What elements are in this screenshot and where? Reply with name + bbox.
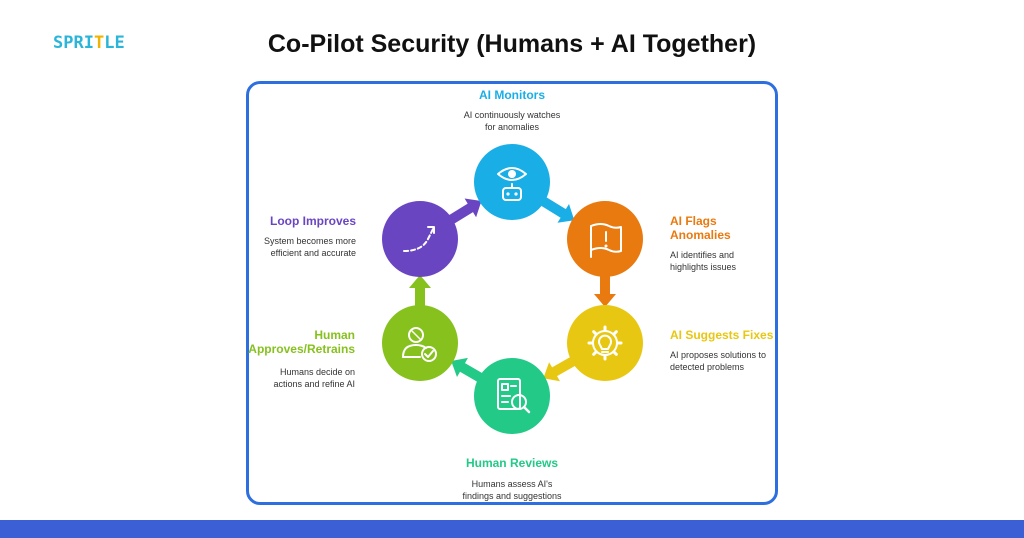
cycle-arrows	[409, 194, 616, 385]
stage-description: AI proposes solutions to detected proble…	[670, 349, 776, 373]
stage-desc-line: actions and refine AI	[273, 379, 355, 389]
stage-desc-line: Humans decide on	[279, 367, 355, 377]
logo-letter: E	[114, 33, 125, 53]
robot-eye-icon	[497, 167, 527, 201]
stage-title: AI Monitors	[479, 88, 545, 102]
stage-ai-suggests: AI Suggests Fixes AI proposes solutions …	[670, 328, 776, 373]
stage-circle	[382, 305, 458, 381]
cycle-arrow	[451, 357, 487, 385]
stage-circle	[567, 305, 643, 381]
cycle-arrow	[594, 271, 616, 307]
stage-node-human-reviews	[474, 358, 550, 434]
stage-node-ai-monitors	[474, 144, 550, 220]
stage-desc-line: AI continuously watches	[463, 110, 561, 120]
diagram-frame	[246, 81, 778, 505]
stage-desc-line: System becomes more	[263, 236, 356, 246]
stage-circle	[382, 201, 458, 277]
stage-description: AI identifies and highlights issues	[670, 249, 780, 273]
stage-title: AI Suggests Fixes	[670, 328, 774, 342]
stage-desc-line: Humans assess AI's	[471, 479, 553, 489]
stage-desc-line: AI proposes solutions to	[670, 350, 767, 360]
stage-circle	[474, 358, 550, 434]
stage-desc-line: detected problems	[670, 362, 745, 372]
logo-letter: S	[53, 33, 64, 53]
logo-letter: R	[73, 33, 84, 53]
stage-title: Human	[314, 328, 355, 342]
cycle-nodes	[382, 144, 643, 434]
stage-node-ai-flags	[567, 201, 643, 277]
stage-title-line2: Approves/Retrains	[248, 342, 355, 356]
stage-ai-flags: AI Flags Anomalies AI identifies and hig…	[670, 214, 780, 273]
cycle-arrow	[409, 275, 431, 311]
stage-desc-line: for anomalies	[484, 122, 540, 132]
stage-desc-line: findings and suggestions	[462, 491, 562, 501]
flag-alert-icon	[590, 223, 622, 258]
stage-description: Humans assess AI's findings and suggesti…	[412, 478, 612, 502]
stage-human-reviews: Human Reviews Humans assess AI's finding…	[412, 456, 612, 502]
stage-desc-line: AI identifies and	[670, 250, 735, 260]
stage-title: Human Reviews	[465, 456, 559, 470]
logo-letter: T	[94, 33, 105, 53]
user-check-icon	[402, 327, 437, 362]
stage-node-loop-improves	[382, 201, 458, 277]
logo-letter: L	[104, 33, 115, 53]
cycle-arrow	[536, 194, 575, 223]
logo-letter: P	[63, 33, 74, 53]
gear-bulb-icon	[587, 325, 623, 361]
stage-ai-monitors: AI Monitors AI continuously watches for …	[412, 88, 612, 133]
sprite-logo: S P R I T L E	[53, 33, 125, 53]
stage-circle	[474, 144, 550, 220]
stage-desc-line: highlights issues	[670, 262, 737, 272]
logo-letter: I	[83, 33, 94, 53]
stage-human-approves: Human Approves/Retrains Humans decide on…	[240, 328, 355, 390]
trend-arrow-icon	[403, 226, 435, 252]
document-search-icon	[497, 378, 531, 414]
cycle-arrow	[444, 198, 482, 227]
stage-description: Humans decide on actions and refine AI	[240, 366, 355, 390]
stage-description: AI continuously watches for anomalies	[412, 109, 612, 133]
bottom-bar	[0, 520, 1024, 538]
stage-loop-improves: Loop Improves System becomes more effici…	[245, 214, 356, 259]
stage-title: Loop Improves	[269, 214, 356, 228]
cycle-arrow	[543, 354, 580, 382]
stage-desc-line: efficient and accurate	[270, 248, 356, 258]
stage-title: AI Flags Anomalies	[670, 214, 731, 242]
stage-node-ai-suggests	[567, 305, 643, 381]
page-title: Co-Pilot Security (Humans + AI Together)	[267, 30, 757, 58]
stage-node-human-approves	[382, 305, 458, 381]
stage-description: System becomes more efficient and accura…	[245, 235, 356, 259]
